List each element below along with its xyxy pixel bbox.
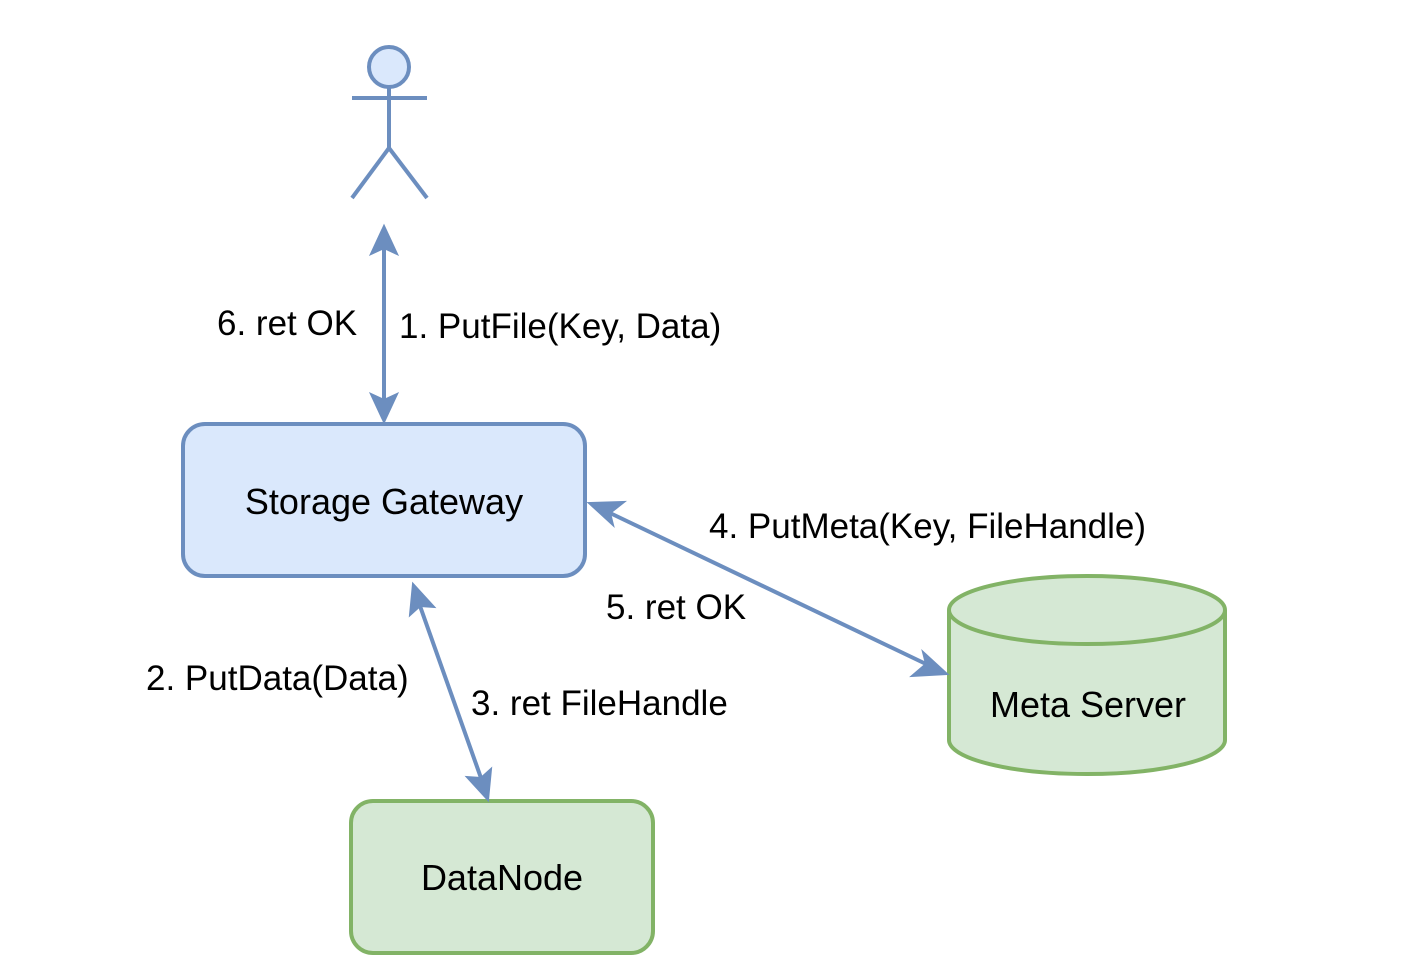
arrow-up-icon xyxy=(408,581,437,618)
storage-gateway-node[interactable]: Storage Gateway xyxy=(181,422,587,578)
edge-label-put-meta: 4. PutMeta(Key, FileHandle) xyxy=(709,507,1146,546)
arrow-right-icon xyxy=(909,649,950,678)
edge-gateway-datanode[interactable] xyxy=(408,581,493,803)
arrow-left-icon xyxy=(586,500,628,528)
meta-server-cylinder-body xyxy=(947,610,1227,776)
datanode-box xyxy=(349,799,655,955)
edge-gateway-datanode-line xyxy=(418,605,483,779)
actor-head xyxy=(367,45,411,89)
edge-label-ret-ok-meta: 5. ret OK xyxy=(606,588,746,627)
storage-gateway-label: Storage Gateway xyxy=(245,481,523,522)
arrow-down-icon xyxy=(368,391,400,425)
edge-gateway-metaserver-line xyxy=(609,511,927,666)
actor-right-leg xyxy=(387,146,429,200)
actor-left-leg xyxy=(350,146,391,200)
edge-label-ret-filehandle: 3. ret FileHandle xyxy=(471,684,728,723)
edge-label-ret-ok-user: 6. ret OK xyxy=(217,304,357,343)
meta-server-node[interactable]: Meta Server xyxy=(947,574,1227,776)
edge-gateway-metaserver[interactable] xyxy=(586,500,950,678)
meta-server-cylinder-top xyxy=(947,574,1227,646)
arrow-down-icon xyxy=(464,766,493,803)
datanode-node[interactable]: DataNode xyxy=(349,799,655,955)
edge-label-put-data: 2. PutData(Data) xyxy=(146,659,409,698)
edge-user-gateway[interactable] xyxy=(368,223,400,425)
edge-label-put-file: 1. PutFile(Key, Data) xyxy=(399,307,721,346)
arrow-up-icon xyxy=(368,223,400,257)
meta-server-label: Meta Server xyxy=(990,684,1186,725)
datanode-label: DataNode xyxy=(421,857,583,898)
user-actor-icon[interactable] xyxy=(350,45,429,200)
